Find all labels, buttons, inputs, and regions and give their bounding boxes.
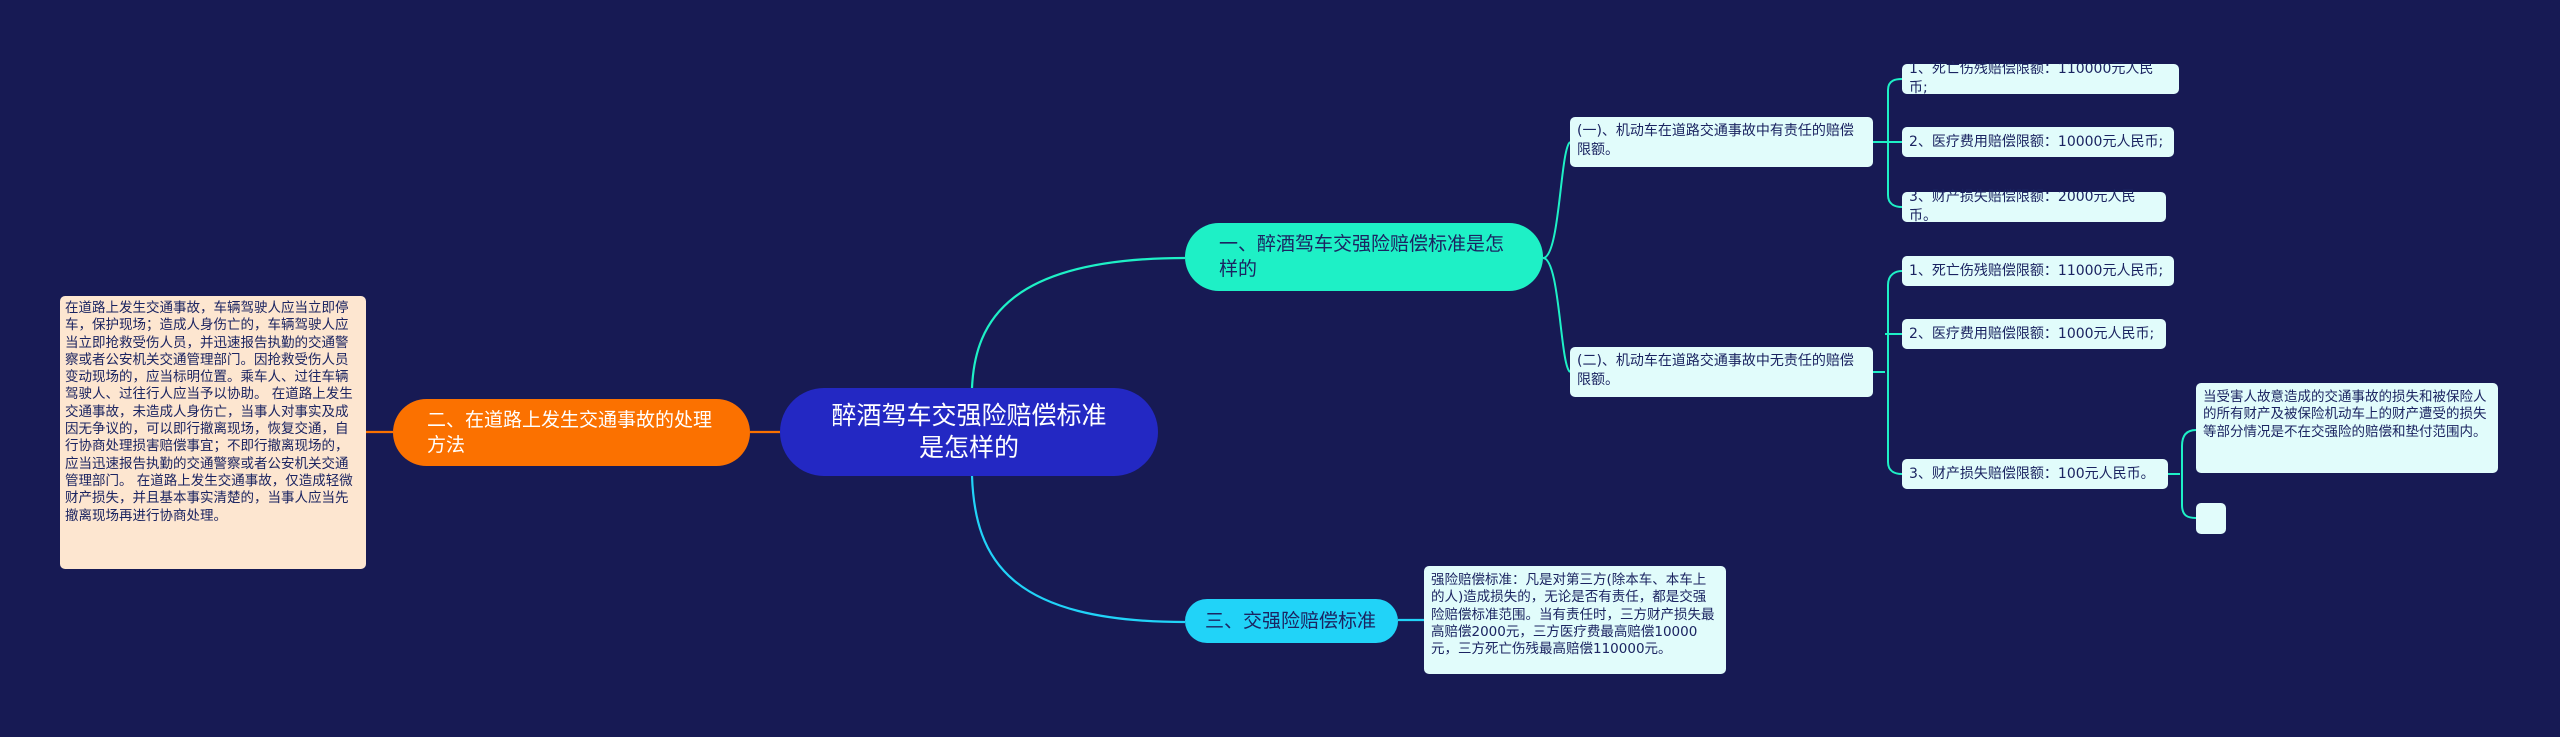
sub1-leaf-3[interactable]: 3、财产损失赔偿限额：2000元人民币。	[1902, 189, 2166, 224]
link-branch1-sub1	[1542, 141, 1571, 259]
link-sub2-leaves	[1873, 270, 1903, 475]
sub2-leaf-3-label: 3、财产损失赔偿限额：100元人民币。	[1909, 465, 2155, 482]
branch3-note: 强险赔偿标准：凡是对第三方(除本车、本车上的人)造成损失的，无论是否有责任，都是…	[1424, 566, 1726, 674]
root-title: 醉酒驾车交强险赔偿标准是怎样的	[831, 401, 1107, 462]
link-branch1-sub2	[1542, 257, 1571, 373]
branch2-note-text: 在道路上发生交通事故，车辆驾驶人应当立即停车，保护现场；造成人身伤亡的，车辆驾驶…	[65, 300, 353, 524]
sub2-label: (二)、机动车在道路交通事故中无责任的赔偿限额。	[1577, 353, 1854, 388]
branch3-node[interactable]: 三、交强险赔偿标准	[1185, 599, 1398, 643]
sub1-label: (一)、机动车在道路交通事故中有责任的赔偿限额。	[1577, 123, 1854, 158]
sub2-leaf-2[interactable]: 2、医疗费用赔偿限额：1000元人民币;	[1902, 319, 2166, 349]
link-root-branch3	[970, 475, 1186, 624]
sub2-leaf-2-label: 2、医疗费用赔偿限额：1000元人民币;	[1909, 325, 2155, 342]
branch2-node[interactable]: 二、在道路上发生交通事故的处理方法	[393, 399, 750, 466]
sub2-leaf-3[interactable]: 3、财产损失赔偿限额：100元人民币。	[1902, 459, 2168, 489]
branch2-note: 在道路上发生交通事故，车辆驾驶人应当立即停车，保护现场；造成人身伤亡的，车辆驾驶…	[60, 296, 366, 569]
sub1-leaf-2[interactable]: 2、医疗费用赔偿限额：10000元人民币;	[1902, 127, 2174, 157]
branch1-label: 一、醉酒驾车交强险赔偿标准是怎样的	[1219, 233, 1505, 280]
link-leaf-note	[2168, 429, 2197, 519]
sub1-leaf-1[interactable]: 1、死亡伤残赔偿限额：110000元人民币;	[1902, 61, 2179, 96]
root-node[interactable]: 醉酒驾车交强险赔偿标准是怎样的	[780, 388, 1158, 476]
sub2-leaf-3-note: 当受害人故意造成的交通事故的损失和被保险人的所有财产及被保险机动车上的财产遭受的…	[2196, 383, 2498, 473]
branch1-node[interactable]: 一、醉酒驾车交强险赔偿标准是怎样的	[1185, 223, 1543, 291]
sub1-leaf-1-label: 1、死亡伤残赔偿限额：110000元人民币;	[1909, 61, 2154, 96]
sub1-leaf-2-label: 2、医疗费用赔偿限额：10000元人民币;	[1909, 133, 2164, 150]
branch2-label: 二、在道路上发生交通事故的处理方法	[427, 408, 713, 456]
sub1-node[interactable]: (一)、机动车在道路交通事故中有责任的赔偿限额。	[1570, 117, 1873, 167]
link-sub1-leaves	[1873, 78, 1903, 208]
empty-leaf-node[interactable]	[2196, 503, 2226, 534]
sub2-node[interactable]: (二)、机动车在道路交通事故中无责任的赔偿限额。	[1570, 347, 1873, 397]
branch3-note-text: 强险赔偿标准：凡是对第三方(除本车、本车上的人)造成损失的，无论是否有责任，都是…	[1431, 572, 1715, 658]
sub1-leaf-3-label: 3、财产损失赔偿限额：2000元人民币。	[1909, 189, 2136, 224]
sub2-leaf-3-note-text: 当受害人故意造成的交通事故的损失和被保险人的所有财产及被保险机动车上的财产遭受的…	[2203, 389, 2487, 440]
link-root-branch1	[970, 256, 1186, 389]
sub2-leaf-1-label: 1、死亡伤残赔偿限额：11000元人民币;	[1909, 262, 2164, 279]
sub2-leaf-1[interactable]: 1、死亡伤残赔偿限额：11000元人民币;	[1902, 256, 2174, 286]
branch3-label: 三、交强险赔偿标准	[1205, 609, 1377, 632]
